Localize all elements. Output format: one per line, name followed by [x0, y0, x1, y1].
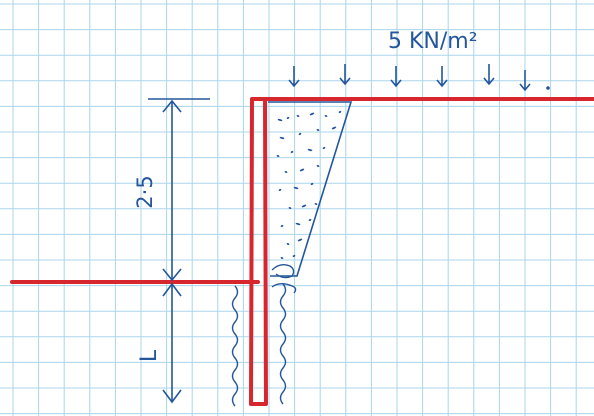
stipple-dot [316, 129, 320, 131]
stipple-dot [298, 132, 302, 136]
stipple-dot [278, 188, 282, 192]
down-arrow-icon [519, 70, 531, 92]
stipple-pattern-icon [276, 110, 342, 259]
stipple-dot [308, 218, 312, 222]
down-arrow-icon [390, 66, 402, 88]
passive-soil-right-hatching [279, 283, 287, 405]
passive-soil-top-curl [271, 283, 297, 294]
stipple-dot [295, 222, 301, 226]
stipple-dot [316, 165, 320, 167]
active-pressure-base [271, 263, 295, 279]
surcharge-label: 5 KN/m² [388, 29, 478, 54]
retained-height-dimension [148, 98, 210, 282]
stipple-dot [297, 238, 303, 242]
stipple-dot [280, 257, 284, 259]
stipple-dot [292, 254, 296, 258]
stipple-dot [290, 150, 294, 154]
stipple-dot [280, 224, 284, 228]
surcharge-dot [546, 86, 550, 90]
retained-height-label: 2·5 [133, 175, 157, 208]
embedment-dimension [162, 282, 182, 404]
stipple-dot [299, 168, 305, 172]
stipple-dot [301, 204, 307, 208]
embedment-label: L [137, 349, 162, 362]
stipple-dot [310, 182, 314, 186]
stipple-dot [307, 148, 313, 152]
stipple-dot [286, 116, 290, 120]
passive-soil-left-hatching [231, 285, 239, 407]
down-arrow-icon [288, 66, 300, 88]
stipple-dot [286, 243, 290, 245]
active-pressure-diagram [268, 101, 353, 277]
stipple-dot [276, 155, 280, 157]
stipple-dot [322, 146, 326, 150]
stipple-dot [284, 171, 288, 173]
stipple-dot [279, 136, 285, 140]
stipple-dot [338, 110, 342, 114]
stipple-dot [293, 186, 299, 190]
stipple-dot [288, 207, 292, 209]
down-arrow-icon [483, 64, 495, 86]
stipple-dot [277, 118, 283, 122]
stipple-dot [314, 203, 318, 205]
stipple-dot [309, 112, 315, 116]
surcharge-arrows [288, 64, 531, 92]
sheet-pile-wall [249, 97, 268, 406]
down-arrow-icon [436, 66, 448, 88]
stipple-dot [296, 115, 300, 117]
down-arrow-icon [339, 64, 351, 86]
stipple-dot [331, 126, 337, 130]
stipple-dot [324, 115, 328, 117]
